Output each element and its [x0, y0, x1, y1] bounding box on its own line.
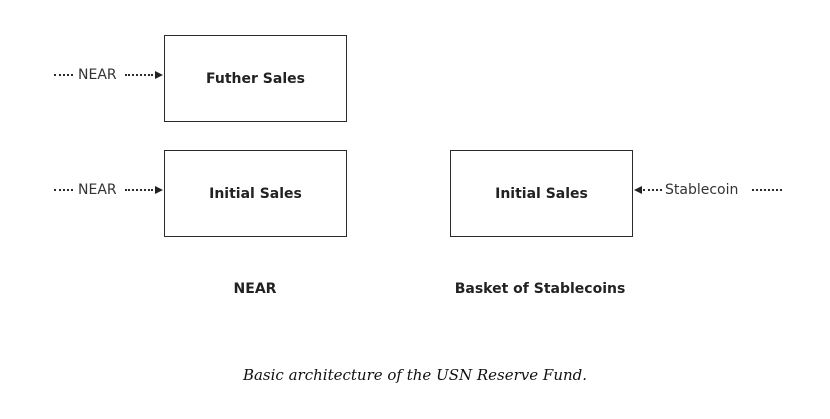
flow-label-stablecoin: Stablecoin [665, 182, 739, 198]
flow-in-dots-initial [54, 189, 73, 191]
flow-in-dots-stablecoin [752, 189, 782, 191]
flow-label-near-initial: NEAR [78, 182, 117, 198]
box-initial-sales-near: Initial Sales [164, 150, 347, 237]
arrow-right-icon [155, 185, 163, 194]
box-label-initial-sales-stablecoins: Initial Sales [495, 185, 588, 202]
box-label-further-sales: Futher Sales [206, 70, 305, 87]
flow-in-dots-further [54, 74, 73, 76]
arrow-right-icon [155, 70, 163, 79]
figure-caption: Basic architecture of the USN Reserve Fu… [242, 366, 588, 384]
flow-out-dots-stablecoin [643, 189, 662, 191]
box-label-initial-sales-near: Initial Sales [209, 185, 302, 202]
group-label-near: NEAR [233, 281, 277, 297]
box-further-sales: Futher Sales [164, 35, 347, 122]
arrow-left-icon [634, 185, 642, 194]
flow-out-dots-further [125, 74, 153, 76]
flow-out-dots-initial [125, 189, 153, 191]
flow-label-near-further: NEAR [78, 67, 117, 83]
reserve-fund-diagram: NEAR Futher Sales NEAR Initial Sales Ini… [54, 35, 782, 297]
box-initial-sales-stablecoins: Initial Sales [450, 150, 633, 237]
group-label-stablecoins: Basket of Stablecoins [454, 281, 626, 297]
